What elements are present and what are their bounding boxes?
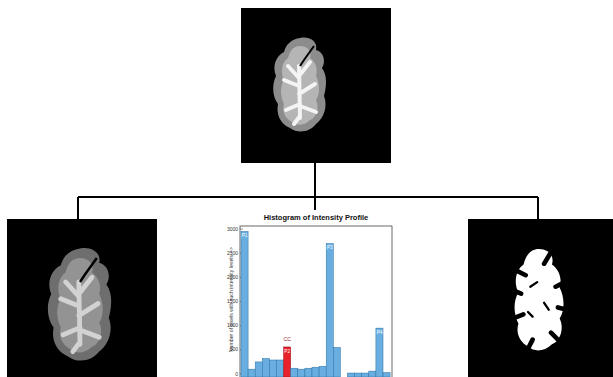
- brain-slice: [273, 38, 326, 132]
- tick-label: 3000: [227, 227, 238, 232]
- histogram-bar: [312, 367, 319, 377]
- histogram-bar: [277, 360, 284, 377]
- histogram-bar: [333, 347, 340, 377]
- histogram-bar: [305, 368, 312, 377]
- histogram-bar: [326, 244, 333, 377]
- axis-tick: [240, 229, 243, 230]
- mask-panel: [468, 219, 613, 377]
- histogram-bar: [248, 369, 255, 377]
- chart-title: Histogram of Intensity Profile: [264, 214, 369, 222]
- histogram-bar: [269, 360, 276, 377]
- histogram-bar: [284, 347, 291, 377]
- histogram-bar: [348, 373, 355, 377]
- segmented-panel: [7, 219, 157, 377]
- histogram-bar: [355, 373, 362, 377]
- histogram-bars: [241, 232, 390, 377]
- peak-label: CC: [283, 337, 292, 342]
- tick-label: 2500: [227, 251, 238, 256]
- histogram-bar: [291, 368, 298, 377]
- tick-label: 500: [230, 347, 238, 352]
- peak-label: P3: [326, 246, 333, 251]
- peak-label: P1: [241, 234, 248, 239]
- binary-mask: [510, 249, 567, 350]
- histogram-axes: [240, 226, 392, 377]
- segmented-brain: [48, 248, 111, 361]
- histogram-bar: [369, 371, 376, 377]
- histogram-bar: [383, 373, 390, 377]
- tick-label: 2000: [227, 275, 238, 280]
- histogram-bar: [362, 373, 369, 377]
- mri-panel: [241, 8, 391, 163]
- histogram-bar: [241, 232, 248, 377]
- histogram-bar: [319, 366, 326, 377]
- histogram-bar: [376, 328, 383, 377]
- histogram-bar: [262, 359, 269, 377]
- tick-label: 1500: [227, 299, 238, 304]
- tick-label: 0: [235, 372, 238, 377]
- peak-label: P2: [284, 350, 291, 355]
- histogram-bar: [255, 362, 262, 377]
- tree-connector: [78, 163, 538, 219]
- tick-label: 1000: [227, 323, 238, 328]
- histogram-bar: [298, 369, 305, 377]
- peak-label: P4: [376, 331, 383, 336]
